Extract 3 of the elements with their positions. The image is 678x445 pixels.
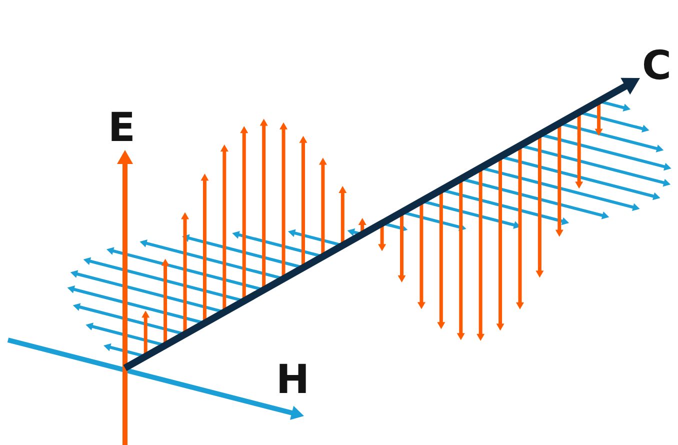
axis-label: C xyxy=(642,46,672,86)
axis-label: E xyxy=(108,108,136,148)
axis-label: H xyxy=(276,360,310,400)
